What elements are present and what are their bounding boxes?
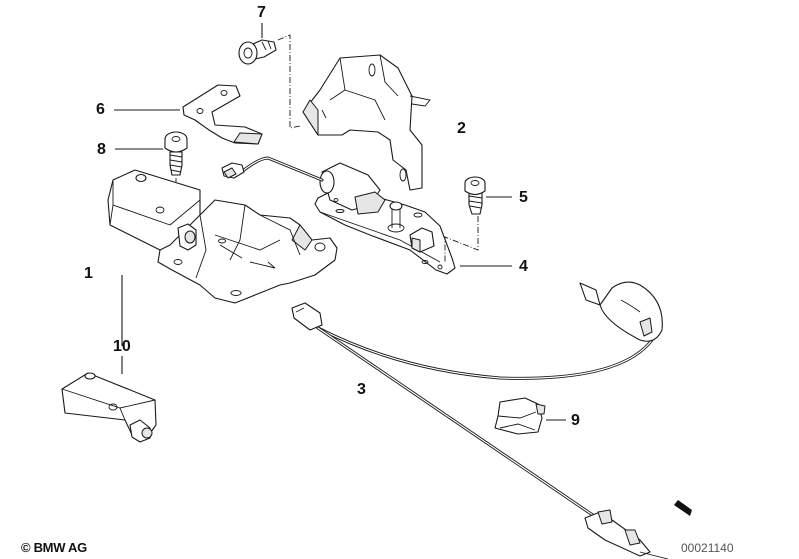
part-3-cable-harness[interactable] [291, 281, 669, 559]
callout-2[interactable]: 2 [457, 120, 466, 137]
part-10-actuator-motor[interactable] [61, 372, 157, 443]
callout-5[interactable]: 5 [519, 189, 528, 206]
callout-3[interactable]: 3 [357, 381, 366, 398]
part-1-actuator-assembly[interactable] [107, 169, 338, 304]
part-5-screw[interactable] [464, 176, 486, 215]
callout-9[interactable]: 9 [571, 412, 580, 429]
part-9-clip[interactable] [494, 397, 546, 435]
callout-7[interactable]: 7 [257, 4, 266, 21]
part-6-holder-strip[interactable] [182, 84, 263, 145]
callout-4[interactable]: 4 [519, 258, 528, 275]
callout-10[interactable]: 10 [113, 338, 131, 355]
assembly-line-7 [277, 34, 301, 129]
part-8-screw[interactable] [164, 131, 188, 176]
orientation-mark-icon [674, 500, 692, 516]
part-7-screw[interactable] [238, 39, 277, 65]
callout-1[interactable]: 1 [84, 265, 93, 282]
part-4-actuator-plate[interactable] [314, 162, 456, 275]
assembly-line-5 [444, 216, 479, 262]
diagram-number: 00021140 [681, 541, 734, 555]
connector-plug [221, 156, 324, 182]
callout-6[interactable]: 6 [96, 101, 105, 118]
callout-8[interactable]: 8 [97, 141, 106, 158]
part-2-bracket[interactable] [302, 54, 431, 191]
copyright-label: © BMW AG [21, 540, 87, 555]
